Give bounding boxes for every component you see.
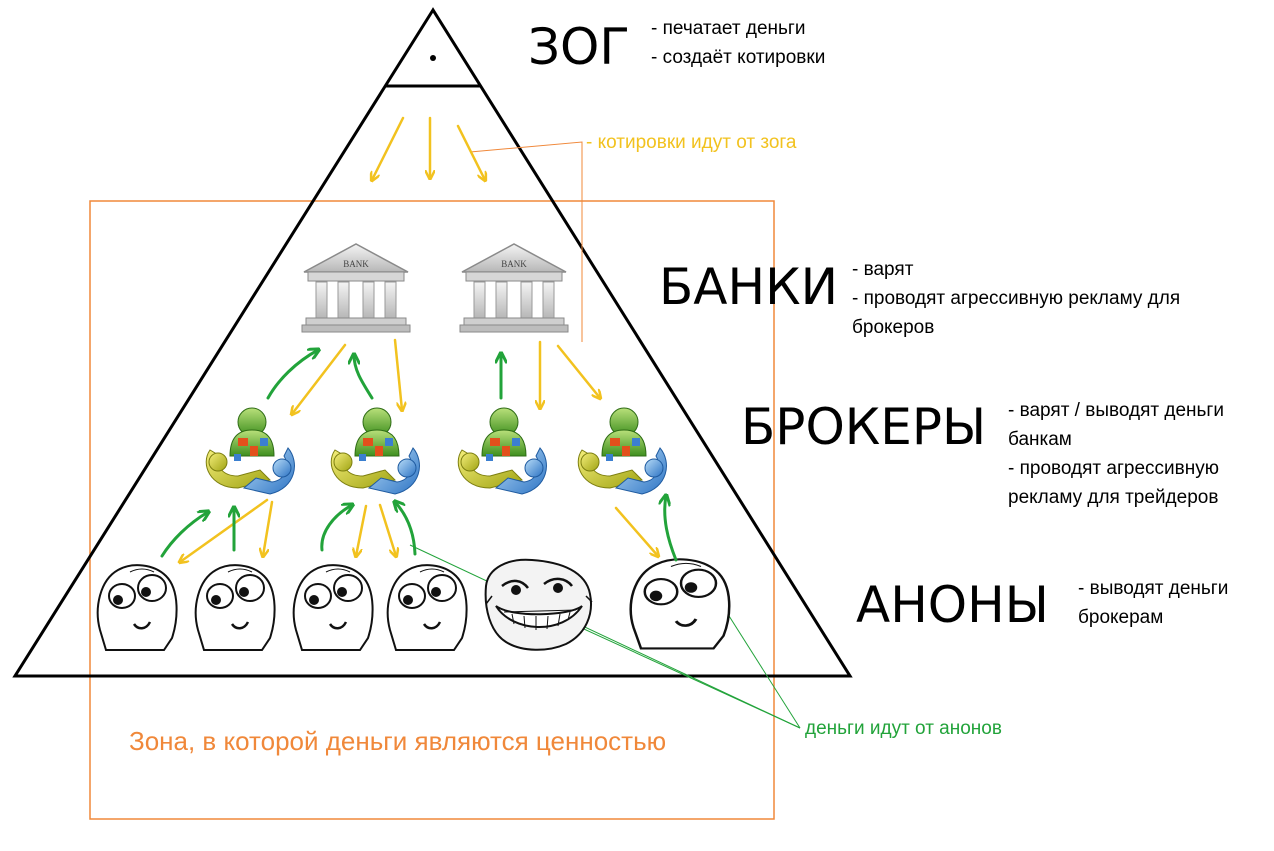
pyramid-outline — [12, 7, 853, 678]
money-annotation: деньги идут от анонов — [805, 718, 1002, 739]
brokers-description: - варят / выводят деньги банкам - провод… — [1008, 396, 1224, 512]
brokers-title: БРОКЕРЫ — [741, 398, 987, 456]
bank-icon-2: BANK — [459, 243, 569, 333]
broker-icon-3 — [457, 407, 547, 495]
anons-description: - выводят деньги брокерам — [1078, 574, 1228, 632]
anons-title: АНОНЫ — [856, 576, 1049, 634]
quotes-connector-line — [469, 141, 583, 342]
zog-line-2: - создаёт котировки — [651, 47, 826, 68]
banks-line-2: - проводят агрессивную рекламу для — [852, 288, 1181, 309]
brokers-line-2: банкам — [1008, 429, 1072, 450]
brokers-line-1: - варят / выводят деньги — [1008, 400, 1224, 421]
broker-icon-4 — [577, 407, 667, 495]
money-arrows — [160, 350, 678, 562]
anon-face-icon-5 — [629, 557, 731, 650]
broker-icon-1 — [205, 407, 295, 495]
anon-face-icon-1 — [96, 563, 178, 652]
all-seeing-eye-dot — [430, 55, 436, 61]
trollface-icon — [484, 558, 594, 652]
broker-icon-2 — [330, 407, 420, 495]
anon-face-icon-2 — [194, 563, 276, 652]
brokers-line-4: рекламу для трейдеров — [1008, 487, 1219, 508]
zog-description: - печатает деньги - создаёт котировки — [651, 14, 825, 72]
quotes-arrows — [180, 116, 658, 562]
banks-description: - варят - проводят агрессивную рекламу д… — [852, 255, 1180, 342]
zog-title: ЗОГ — [528, 18, 630, 76]
brokers-line-3: - проводят агрессивную — [1008, 458, 1219, 479]
value-zone-box — [89, 200, 775, 820]
bank-sign-label: BANK — [343, 259, 369, 269]
value-zone-caption: Зона, в которой деньги являются ценность… — [129, 726, 667, 756]
bank-icon-1: BANK — [301, 243, 411, 333]
bank-sign-label: BANK — [501, 259, 527, 269]
money-connector-lines — [409, 544, 801, 729]
banks-title: БАНКИ — [659, 258, 839, 316]
anons-line-1: - выводят деньги — [1078, 578, 1229, 599]
banks-line-3: брокеров — [852, 317, 935, 338]
anon-face-icon-4 — [386, 563, 468, 652]
anons-line-2: брокерам — [1078, 607, 1164, 628]
banks-line-1: - варят — [852, 259, 914, 280]
quotes-annotation: - котировки идут от зога — [586, 132, 797, 153]
zog-line-1: - печатает деньги — [651, 18, 806, 39]
anon-face-icon-3 — [292, 563, 374, 652]
